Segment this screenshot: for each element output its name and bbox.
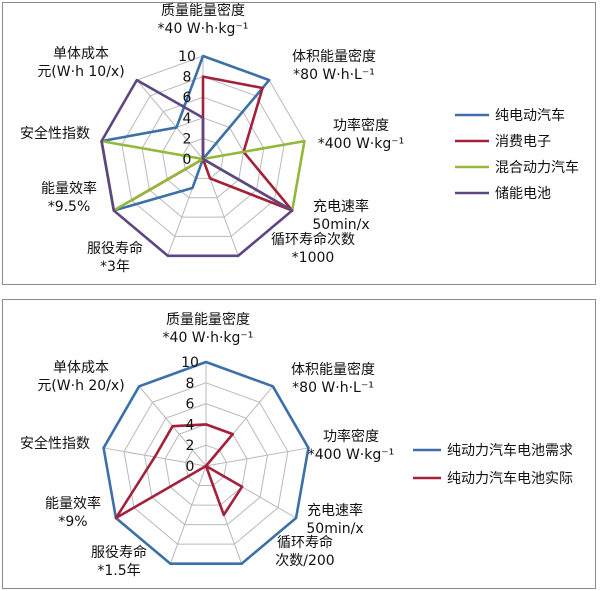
axis-label: 体积能量密度 (291, 361, 375, 378)
axis-label: 安全性指数 (20, 435, 90, 452)
grid-ring (164, 423, 248, 506)
radar-chart-bottom-panel: 0 2 4 6 8 10 质量能量密度 *40 W·h·kg⁻¹ 体积能量密度 *80 W·h·L… (2, 299, 596, 589)
radar-chart-top: 0 2 4 6 8 10 质量能量密度 *40 W·h·kg⁻¹ 体积能量密度 *80 W·h·L… (20, 3, 579, 275)
series-line-1 (100, 54, 294, 212)
axis-label: 50min/x (306, 521, 363, 537)
tick-label: 2 (183, 131, 192, 147)
axis-label: 功率密度 (333, 117, 389, 134)
tick-label: 8 (183, 70, 192, 86)
tick-label: 6 (186, 397, 195, 413)
tick-label: 10 (178, 49, 196, 65)
axis-label: 循环寿命次数 (271, 231, 355, 248)
axis-label: 功率密度 (323, 428, 379, 445)
axis-label: *9% (58, 514, 87, 530)
axis-label: 单体成本 (53, 360, 109, 376)
legend-label: 纯动力汽车电池需求 (447, 442, 573, 459)
axis-label: 安全性指数 (20, 125, 90, 142)
radar-chart-bottom: 0 2 4 6 8 10 质量能量密度 *40 W·h·kg⁻¹ 体积能量密度 *80 W·h·L… (20, 311, 573, 579)
grid-ring (141, 96, 265, 218)
series-line-2 (114, 423, 244, 520)
axis-label: 体积能量密度 (292, 48, 376, 65)
radar-chart-top-panel: 0 2 4 6 8 10 质量能量密度 *40 W·h·kg⁻¹ 体积能量密度 *80 W·h·L… (2, 2, 596, 285)
legend-label: 储能电池 (495, 186, 551, 202)
axis-label: *3年 (100, 259, 130, 275)
axis-label: 次数/200 (275, 553, 334, 569)
tick-label: 6 (183, 90, 192, 106)
axis-label: 质量能量密度 (161, 3, 245, 19)
series-line-4 (100, 78, 294, 258)
tick-label: 0 (183, 152, 192, 168)
legend-label: 纯电动汽车 (495, 107, 565, 124)
legend-label: 消费电子 (495, 134, 551, 150)
axis-label: 循环寿命 (277, 534, 333, 551)
axis-label: 元(W·h 20/x) (37, 378, 124, 394)
axis-label: 单体成本 (53, 46, 109, 62)
axis-label: *1.5年 (97, 563, 140, 579)
axis-label: *80 W·h·L⁻¹ (292, 380, 374, 396)
legend-label: 纯动力汽车电池实际 (447, 470, 573, 487)
axis-label: *40 W·h·kg⁻¹ (163, 330, 254, 346)
grid-ring (144, 403, 268, 526)
axis-label: 50min/x (312, 217, 369, 233)
tick-label: 8 (186, 376, 195, 392)
axis-label: 能量效率 (45, 495, 101, 512)
axis-label: *1000 (292, 250, 335, 266)
axis-label: *40 W·h·kg⁻¹ (158, 21, 249, 37)
axis-label: *9.5% (48, 199, 91, 215)
tick-label: 4 (183, 111, 192, 127)
axis-label: *80 W·h·L⁻¹ (293, 67, 375, 83)
axis-label: 质量能量密度 (166, 311, 250, 328)
tick-label: 10 (181, 355, 199, 371)
axis-label: 服役寿命 (87, 240, 143, 257)
axis-label: *400 W·kg⁻¹ (308, 447, 394, 463)
grid-ring (121, 76, 285, 237)
axis-spoke (205, 447, 309, 467)
tick-label: 4 (186, 417, 195, 433)
axis-label: 能量效率 (41, 180, 97, 197)
axis-label: 服役寿命 (91, 544, 147, 561)
series-line-1 (102, 360, 310, 566)
legend-label: 混合动力汽车 (495, 159, 579, 176)
axis-spoke (169, 465, 207, 564)
tick-label: 2 (186, 438, 195, 454)
axis-label: 充电速率 (313, 198, 369, 215)
axis-label: 元(W·h 10/x) (37, 64, 124, 80)
grid-ring (184, 444, 228, 487)
grid-ring (161, 117, 245, 199)
grid-ring (182, 137, 224, 179)
grid-ring (123, 382, 289, 545)
axis-label: *400 W·kg⁻¹ (318, 136, 404, 152)
axis-label: 充电速率 (307, 502, 363, 519)
series-line-2 (130, 75, 294, 212)
axis-spoke (136, 79, 204, 160)
tick-label: 0 (186, 459, 195, 475)
